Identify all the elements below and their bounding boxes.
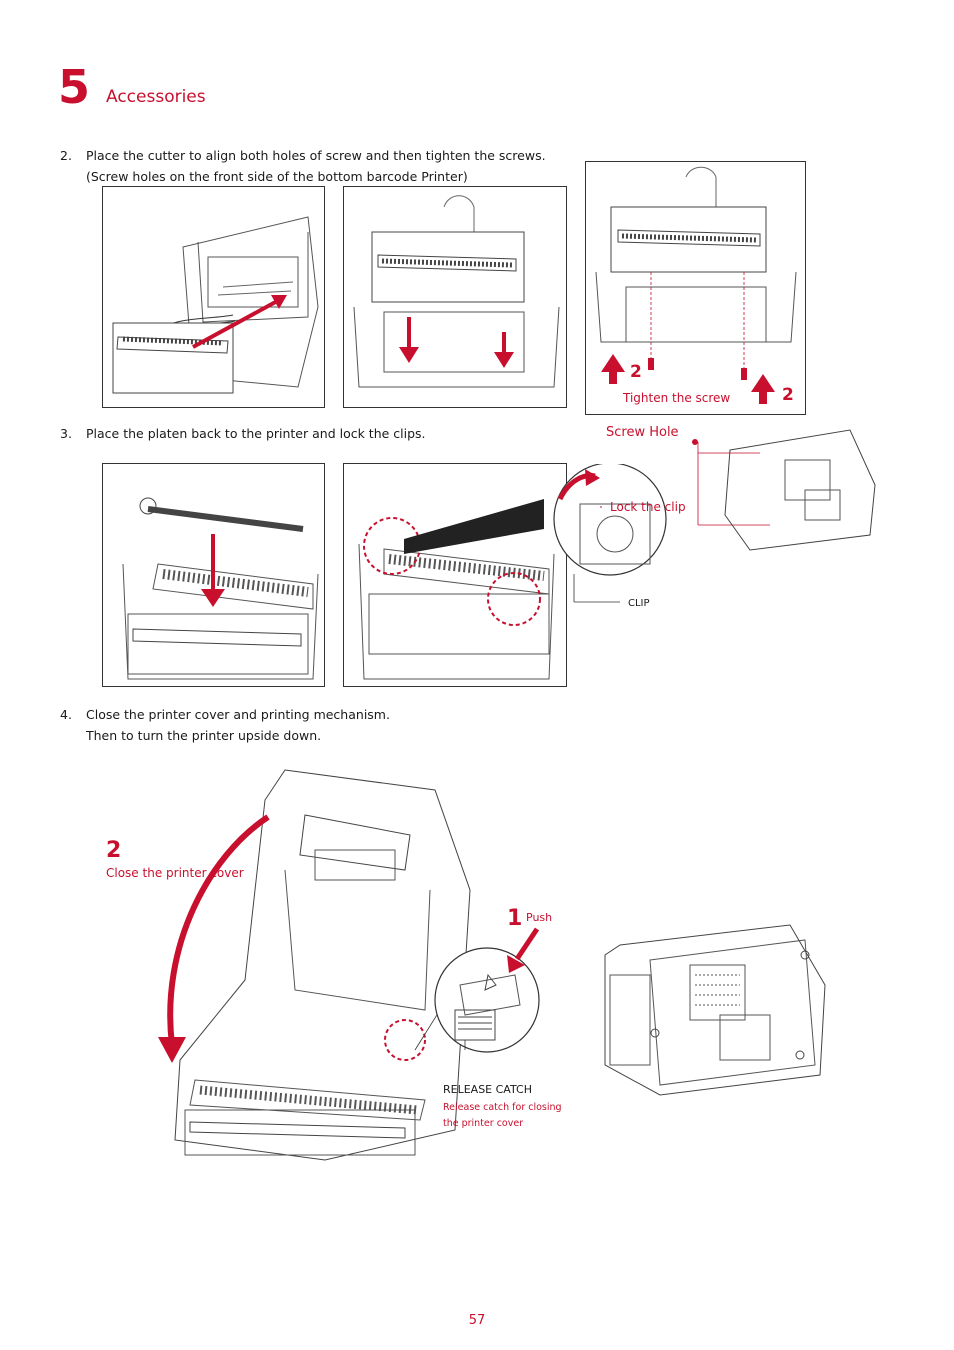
lock-clip-label: Lock the clip <box>610 500 686 514</box>
printer-close-cover-illustration <box>174 769 471 1161</box>
close-cover-label: Close the printer cover <box>106 866 244 880</box>
cutter-insert-illustration <box>102 186 325 408</box>
release-catch-title: RELEASE CATCH <box>443 1083 533 1096</box>
clip-zoom-circle <box>553 464 667 603</box>
step-3-line1: Place the platen back to the printer and… <box>86 426 426 441</box>
push-arrow-icon <box>507 927 540 973</box>
chapter-number: 5 <box>58 60 91 114</box>
step-2-line2: (Screw holes on the front side of the bo… <box>86 169 468 184</box>
step-2-line1: Place the cutter to align both holes of … <box>86 148 546 163</box>
step-4-line2: Then to turn the printer upside down. <box>86 728 322 743</box>
tighten-screw-illustration <box>585 161 806 415</box>
chapter-title: Accessories <box>106 87 206 107</box>
close-cover-arrow-icon <box>158 814 270 1063</box>
screw-hole-label: Screw Hole <box>606 425 679 440</box>
cutter-align-illustration <box>343 186 567 408</box>
tighten-screw-label: Tighten the screw <box>623 391 731 405</box>
screw-step-number-left: 2 <box>630 362 642 382</box>
page-number: 57 <box>468 1313 486 1328</box>
close-cover-step-number: 2 <box>106 838 122 863</box>
step-3-number: 3. <box>60 426 72 441</box>
step-4-number: 4. <box>60 707 72 722</box>
lock-clip-illustration <box>343 463 567 687</box>
push-step-number: 1 <box>507 906 523 931</box>
step-2-number: 2. <box>60 148 72 163</box>
step-4-line1: Close the printer cover and printing mec… <box>86 707 390 722</box>
release-catch-desc-2: the printer cover <box>443 1118 524 1129</box>
screw-step-number-right: 2 <box>782 385 794 405</box>
platen-place-illustration <box>102 463 325 687</box>
release-catch-zoom-circle <box>434 947 540 1053</box>
printer-upside-down-illustration <box>604 924 826 1096</box>
release-catch-desc-1: Release catch for closing <box>443 1102 562 1113</box>
screw-hole-callout-lines <box>692 429 876 551</box>
push-label: Push <box>526 911 553 924</box>
clip-label: CLIP <box>628 598 650 609</box>
